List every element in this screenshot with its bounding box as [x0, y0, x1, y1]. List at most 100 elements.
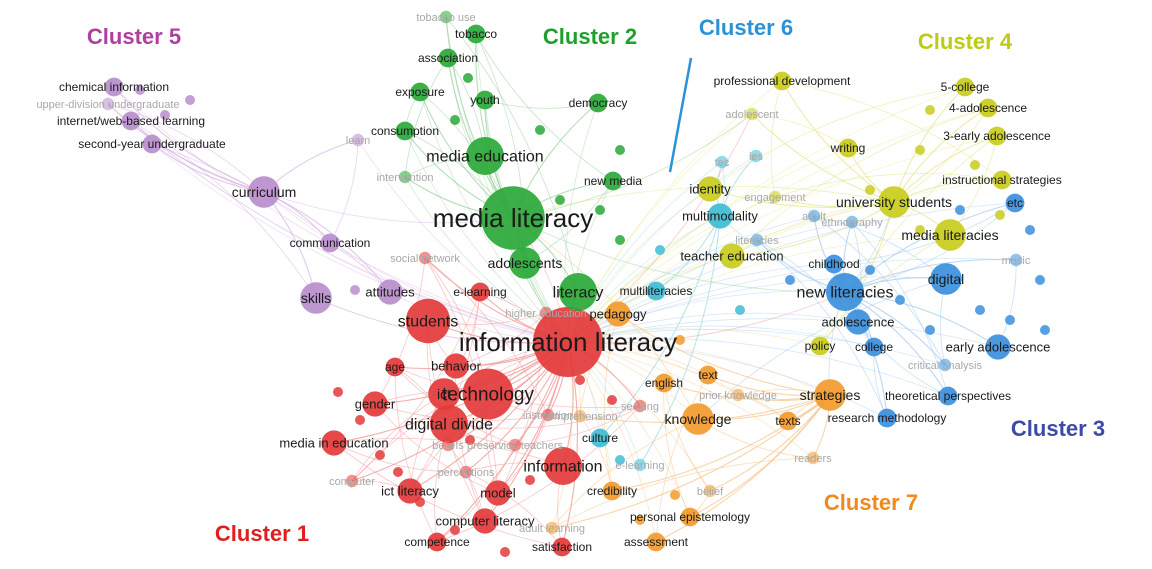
- node-dot[interactable]: [785, 275, 795, 285]
- node-dot[interactable]: [970, 160, 980, 170]
- node-consumption[interactable]: [395, 121, 415, 141]
- node-policy[interactable]: [810, 336, 830, 356]
- node-prior-knowledge[interactable]: [731, 388, 745, 402]
- node-perceptions[interactable]: [459, 465, 473, 479]
- node-dot[interactable]: [615, 145, 625, 155]
- node-etc[interactable]: [1005, 193, 1025, 213]
- node-technology[interactable]: [462, 368, 514, 420]
- node-multiliteracies[interactable]: [646, 281, 666, 301]
- node-english[interactable]: [654, 373, 674, 393]
- node-curriculum[interactable]: [248, 176, 280, 208]
- node-dot[interactable]: [995, 210, 1005, 220]
- node-information[interactable]: [544, 447, 582, 485]
- node-multimodality[interactable]: [707, 203, 733, 229]
- node-dot[interactable]: [635, 515, 645, 525]
- node-dot[interactable]: [865, 265, 875, 275]
- node-personal-epistemology[interactable]: [680, 507, 700, 527]
- node-dot[interactable]: [607, 395, 617, 405]
- node-democracy[interactable]: [588, 93, 608, 113]
- node-dot[interactable]: [555, 195, 565, 205]
- node-engagement[interactable]: [768, 190, 782, 204]
- node-seeking[interactable]: [633, 399, 647, 413]
- node-new-literacies[interactable]: [826, 273, 864, 311]
- node-3-early-adolescence[interactable]: [987, 126, 1007, 146]
- node-dot[interactable]: [735, 305, 745, 315]
- node-dot[interactable]: [185, 95, 195, 105]
- node-youth[interactable]: [475, 90, 495, 110]
- node-dot[interactable]: [575, 375, 585, 385]
- node-media-literacy[interactable]: [481, 186, 545, 250]
- node-ies[interactable]: [749, 149, 763, 163]
- node-computer[interactable]: [345, 474, 359, 488]
- node-dot[interactable]: [375, 450, 385, 460]
- node-pedagogy[interactable]: [605, 301, 631, 327]
- node-intervention[interactable]: [398, 170, 412, 184]
- node-media-literacies[interactable]: [934, 219, 966, 251]
- node-dot[interactable]: [450, 525, 460, 535]
- node-dot[interactable]: [925, 325, 935, 335]
- node-behavior[interactable]: [443, 353, 469, 379]
- node-belief[interactable]: [703, 484, 717, 498]
- node-dot[interactable]: [393, 467, 403, 477]
- node-higher-education[interactable]: [539, 306, 553, 320]
- node-dot[interactable]: [615, 455, 625, 465]
- node-critical-analysis[interactable]: [938, 358, 952, 372]
- node-identity[interactable]: [697, 176, 723, 202]
- node-e-learning[interactable]: [633, 458, 647, 472]
- node-gender[interactable]: [362, 391, 388, 417]
- node-teacher-education[interactable]: [719, 243, 745, 269]
- node-skills[interactable]: [300, 282, 332, 314]
- node-college[interactable]: [864, 337, 884, 357]
- node-dot[interactable]: [333, 387, 343, 397]
- node-adolescents[interactable]: [509, 247, 541, 279]
- node-dot[interactable]: [915, 145, 925, 155]
- node-dot[interactable]: [465, 435, 475, 445]
- node-early-adolescence[interactable]: [985, 334, 1011, 360]
- node-e-learning[interactable]: [470, 282, 490, 302]
- node-music[interactable]: [1009, 253, 1023, 267]
- node-media-education[interactable]: [466, 137, 504, 175]
- node-dot[interactable]: [955, 205, 965, 215]
- node-digital[interactable]: [930, 263, 962, 295]
- node-tec[interactable]: [715, 155, 729, 169]
- node-instruction[interactable]: [541, 408, 555, 422]
- node-computer-literacy[interactable]: [472, 508, 498, 534]
- node-dot[interactable]: [160, 110, 170, 120]
- node-credibility[interactable]: [602, 481, 622, 501]
- node-dot[interactable]: [355, 415, 365, 425]
- node-adult-learning[interactable]: [545, 521, 559, 535]
- node-texts[interactable]: [778, 411, 798, 431]
- node-media-in-education[interactable]: [321, 430, 347, 456]
- node-comprehension[interactable]: [573, 409, 587, 423]
- node-social-network[interactable]: [418, 251, 432, 265]
- node-dot[interactable]: [535, 125, 545, 135]
- node-5-college[interactable]: [955, 77, 975, 97]
- node-adult[interactable]: [807, 209, 821, 223]
- node-exposure[interactable]: [410, 82, 430, 102]
- node-satisfaction[interactable]: [552, 537, 572, 557]
- node-dot[interactable]: [865, 185, 875, 195]
- node-dot[interactable]: [135, 85, 145, 95]
- node-dot[interactable]: [463, 73, 473, 83]
- node-research-methodology[interactable]: [877, 408, 897, 428]
- node-adolescent[interactable]: [745, 107, 759, 121]
- node-ict-literacy[interactable]: [397, 478, 423, 504]
- node-learn[interactable]: [351, 133, 365, 147]
- node-dot[interactable]: [1005, 315, 1015, 325]
- node-dot[interactable]: [615, 235, 625, 245]
- node-dot[interactable]: [1040, 325, 1050, 335]
- node-professional-development[interactable]: [772, 71, 792, 91]
- node-culture[interactable]: [590, 428, 610, 448]
- node-strategies[interactable]: [814, 379, 846, 411]
- node-adolescence[interactable]: [845, 309, 871, 335]
- node-attitudes[interactable]: [377, 279, 403, 305]
- node-chemical-information[interactable]: [104, 77, 124, 97]
- node-knowledge[interactable]: [682, 403, 714, 435]
- node-dot[interactable]: [415, 497, 425, 507]
- node-theoretical-perspectives[interactable]: [938, 386, 958, 406]
- node-dot[interactable]: [525, 475, 535, 485]
- node-university-students[interactable]: [878, 186, 910, 218]
- node-model[interactable]: [485, 480, 511, 506]
- node-ict[interactable]: [428, 378, 460, 410]
- node-assessment[interactable]: [646, 532, 666, 552]
